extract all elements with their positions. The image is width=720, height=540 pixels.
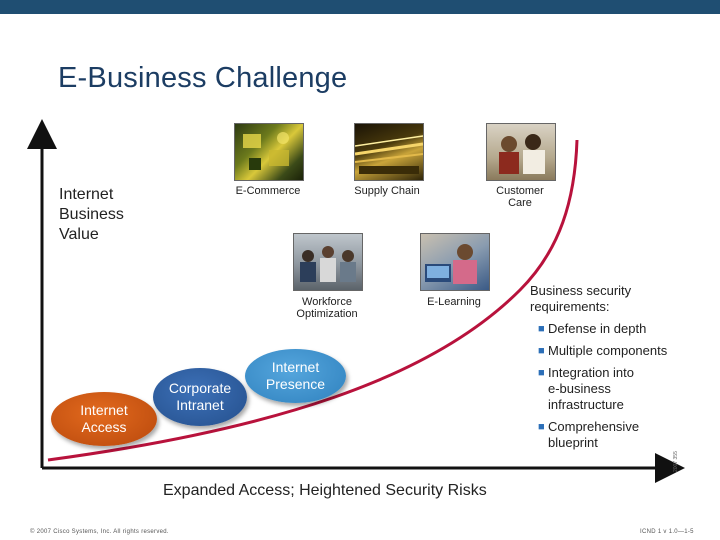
corporate-intranet-line: Corporate (168, 380, 232, 396)
figure-id: 2007 355 (673, 451, 679, 472)
workforce-caption-line: Optimization (296, 308, 358, 320)
slide-title: E-Business Challenge (58, 62, 348, 94)
copyright-footer: © 2007 Cisco Systems, Inc. All rights re… (30, 529, 169, 535)
elearning-photo (420, 233, 490, 291)
customer-care-caption: Customer Care (484, 185, 556, 209)
value-curve (47, 139, 579, 462)
bullet-icon: ■ (538, 421, 545, 433)
y-axis-label-line: Internet (59, 186, 114, 203)
bullet-icon: ■ (538, 323, 545, 335)
internet-presence-line: Presence (265, 376, 326, 392)
requirements-heading-line: Business security (530, 283, 632, 298)
course-footer: ICND 1 v 1.0—1-5 (640, 529, 694, 535)
list-item-line: Comprehensive (548, 419, 640, 434)
elearning-caption: E-Learning (418, 296, 490, 308)
y-axis-label-line: Value (59, 226, 99, 243)
list-item-line: e-business (548, 381, 611, 396)
bullet-icon: ■ (538, 345, 545, 357)
elearning-caption-line: E-Learning (427, 296, 481, 308)
ecommerce-caption-line: E-Commerce (235, 185, 301, 197)
x-axis-label: Expanded Access; Heightened Security Ris… (163, 482, 487, 499)
bullet-icon: ■ (538, 367, 545, 379)
supply-chain-caption: Supply Chain (348, 185, 426, 197)
internet-presence-line: Internet (271, 359, 320, 375)
list-item-line: infrastructure (548, 397, 624, 412)
customer-care-caption-line: Customer (496, 185, 544, 197)
list-item-line: blueprint (548, 435, 598, 450)
customer-care-photo (486, 123, 556, 181)
security-requirements: Business security requirements: ■ Defens… (530, 283, 667, 457)
internet-access-line: Internet (80, 402, 128, 418)
list-item: ■ Integration into e-business infrastruc… (538, 365, 667, 413)
requirements-heading: Business security requirements: (530, 283, 667, 315)
customer-care-caption-line: Care (508, 197, 532, 209)
ecommerce-photo (234, 123, 304, 181)
workforce-caption-line: Workforce (302, 296, 352, 308)
supply-chain-caption-line: Supply Chain (354, 185, 420, 197)
internet-access-stage: Internet Access (51, 392, 157, 446)
corporate-intranet-line: Intranet (176, 397, 224, 413)
internet-presence-stage: Internet Presence (245, 349, 346, 403)
top-bar (0, 0, 720, 14)
requirements-heading-line: requirements: (530, 299, 610, 314)
workforce-photo (293, 233, 363, 291)
y-axis-label: Internet Business Value (59, 185, 124, 245)
list-item: ■ Comprehensive blueprint (538, 419, 667, 451)
y-axis-label-line: Business (59, 206, 124, 223)
ecommerce-caption: E-Commerce (232, 185, 304, 197)
list-item-line: Defense in depth (548, 321, 647, 336)
requirements-list: ■ Defense in depth ■ Multiple components… (538, 321, 667, 451)
list-item-line: Multiple components (548, 343, 668, 358)
list-item: ■ Multiple components (538, 343, 667, 359)
supply-chain-photo (354, 123, 424, 181)
internet-access-line: Access (81, 419, 127, 435)
list-item: ■ Defense in depth (538, 321, 667, 337)
list-item-line: Integration into (548, 365, 635, 380)
workforce-caption: Workforce Optimization (285, 296, 369, 320)
corporate-intranet-stage: Corporate Intranet (153, 368, 247, 426)
